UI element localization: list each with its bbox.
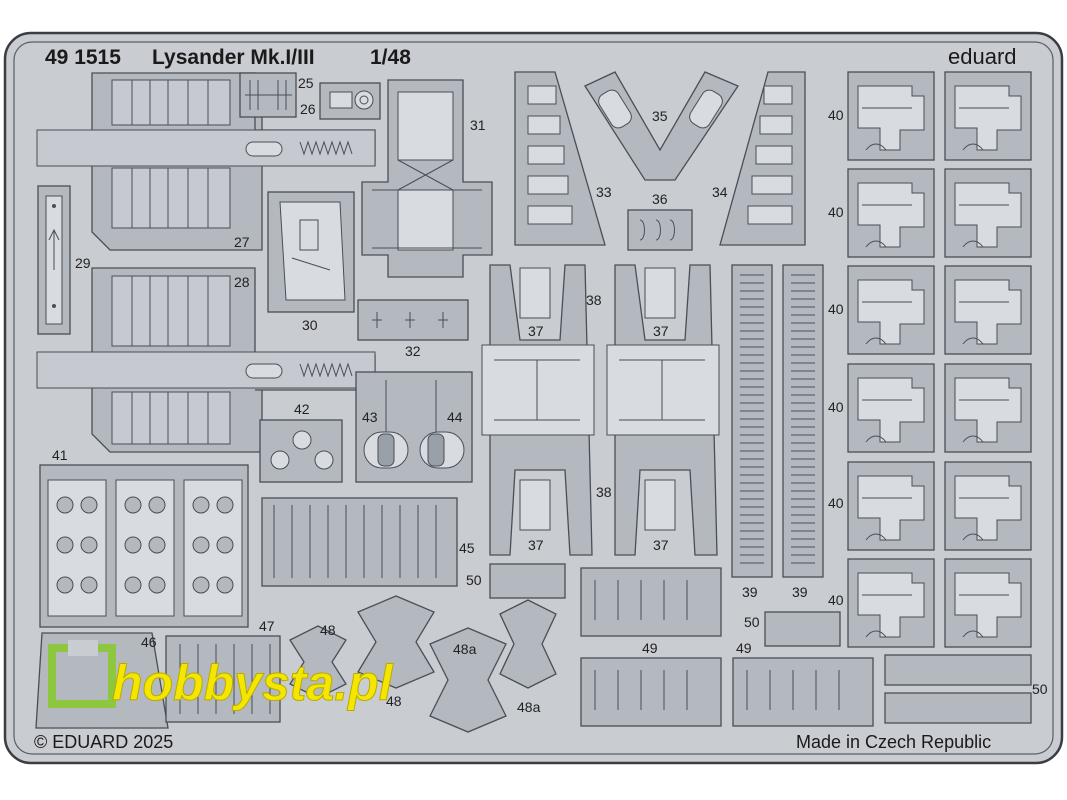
label-43: 43: [362, 409, 378, 425]
label-36: 36: [652, 191, 668, 207]
part-42: [259, 419, 343, 483]
label-40-b: 40: [828, 204, 844, 220]
label-47: 47: [259, 618, 275, 634]
label-39-b: 39: [792, 584, 808, 600]
part-29: [37, 185, 71, 335]
part-38-right: [606, 264, 720, 556]
part-47: [165, 635, 281, 723]
part-31: [361, 79, 493, 278]
part-36: [627, 209, 693, 251]
part-43-44: [355, 371, 473, 483]
label-28: 28: [234, 274, 250, 290]
watermark-text: hobbysta.pl: [112, 655, 394, 711]
label-38-a: 38: [586, 292, 602, 308]
copyright: © EDUARD 2025: [34, 732, 173, 752]
label-35: 35: [652, 108, 668, 124]
label-42: 42: [294, 401, 310, 417]
label-46: 46: [141, 634, 157, 650]
part-35: [584, 71, 739, 181]
label-49-a: 49: [642, 640, 658, 656]
label-50-b: 50: [744, 614, 760, 630]
label-40-d: 40: [828, 399, 844, 415]
label-33: 33: [596, 184, 612, 200]
label-40-f: 40: [828, 592, 844, 608]
label-38-b: 38: [596, 484, 612, 500]
part-38-left: [481, 264, 595, 556]
label-37-b: 37: [653, 323, 669, 339]
part-labels: 25 26 27 28 29 30 31 32 33 34 35 36 37 3…: [52, 75, 1048, 715]
part-40-grid: [847, 71, 1032, 648]
brand-logo-text: eduard: [948, 44, 1017, 69]
part-41: [39, 464, 249, 628]
part-49: [580, 567, 874, 727]
label-48-a: 48: [320, 622, 336, 638]
label-48-b: 48: [386, 693, 402, 709]
part-26: [319, 82, 381, 120]
part-30: [267, 191, 355, 313]
part-28: [36, 267, 376, 453]
part-45: [261, 497, 458, 587]
label-30: 30: [302, 317, 318, 333]
label-41: 41: [52, 447, 68, 463]
label-32: 32: [405, 343, 421, 359]
watermark-logo: hobbysta.pl: [48, 640, 394, 712]
label-40-e: 40: [828, 495, 844, 511]
label-31: 31: [470, 117, 486, 133]
label-37-c: 37: [528, 537, 544, 553]
part-48: [289, 595, 435, 699]
fret-inner-border: [13, 41, 1054, 755]
label-37-d: 37: [653, 537, 669, 553]
label-44: 44: [447, 409, 463, 425]
label-37-a: 37: [528, 323, 544, 339]
part-32: [357, 299, 469, 341]
product-name: Lysander Mk.I/III: [152, 46, 315, 69]
label-29: 29: [75, 255, 91, 271]
product-code: 49 1515: [45, 46, 121, 69]
scale: 1/48: [370, 46, 411, 69]
label-27: 27: [234, 234, 250, 250]
label-34: 34: [712, 184, 728, 200]
label-49-b: 49: [736, 640, 752, 656]
label-48a-a: 48a: [453, 641, 477, 657]
origin-note: Made in Czech Republic: [796, 732, 991, 752]
label-39-a: 39: [742, 584, 758, 600]
label-48a-b: 48a: [517, 699, 541, 715]
part-50: [489, 563, 1032, 724]
part-25: [239, 72, 297, 118]
part-34: [719, 71, 806, 246]
label-45: 45: [459, 540, 475, 556]
part-48a: [429, 599, 557, 733]
label-50-a: 50: [466, 572, 482, 588]
label-26: 26: [300, 101, 316, 117]
label-50-c: 50: [1032, 681, 1048, 697]
label-25: 25: [298, 75, 314, 91]
label-40-c: 40: [828, 301, 844, 317]
part-33: [514, 71, 606, 246]
part-27: [36, 72, 376, 251]
part-39: [731, 264, 824, 578]
label-40-a: 40: [828, 107, 844, 123]
